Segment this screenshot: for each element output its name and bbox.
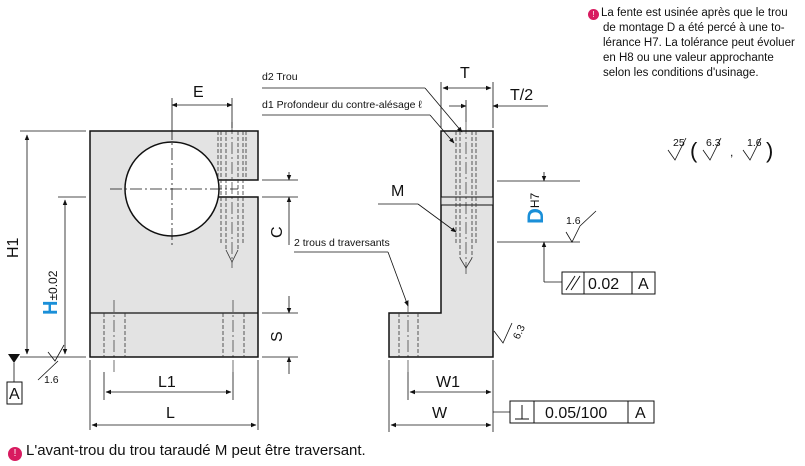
dim-D: DH7 — [523, 192, 548, 224]
roughness-bore: 1.6 — [566, 215, 581, 227]
dim-H: H±0.02 — [40, 270, 62, 315]
side-body — [388, 130, 494, 358]
roughness-25: 25 — [673, 137, 685, 149]
roughness-face: 6.3 — [511, 323, 528, 341]
parallelism-value: 0.02 — [588, 276, 619, 293]
svg-text:(: ( — [690, 138, 698, 163]
perpendicularity-value: 0.05/100 — [545, 405, 607, 422]
roughness-symbols: 25 ( 6.3 , 1.6 ) — [667, 137, 773, 163]
note-line-4: en H8 ou une valeur approchante — [603, 52, 774, 64]
dim-H1: H1 — [5, 237, 22, 258]
perpendicularity-datum: A — [635, 405, 646, 422]
label-holes: 2 trous d traversants — [294, 237, 390, 249]
dim-T-half: T/2 — [510, 87, 533, 104]
bottom-note: ! L'avant-trou du trou taraudé M peut êtr… — [8, 442, 366, 461]
perpendicularity-frame: 0.05/100 A — [509, 400, 655, 424]
note-line-5: selon les conditions d'usinage. — [603, 67, 759, 79]
note-line-3: lérance H7. La tolérance peut évoluer — [603, 37, 795, 49]
dim-L: L — [166, 405, 175, 422]
roughness-6-3: 6.3 — [706, 137, 721, 149]
svg-text:): ) — [766, 138, 773, 163]
front-view: E C S H1 H±0.02 — [5, 84, 298, 430]
parallelism-datum: A — [638, 276, 649, 293]
bottom-note-text: L'avant-trou du trou taraudé M peut être… — [26, 442, 366, 459]
dim-W: W — [432, 405, 448, 422]
side-view: T T/2 d2 Trou d1 Profondeur du contre-al… — [262, 65, 656, 432]
dim-S: S — [269, 331, 286, 342]
dim-E: E — [193, 84, 204, 101]
roughness-left: 1.6 — [44, 374, 59, 386]
label-M: M — [391, 183, 404, 200]
top-note: !La fente est usinée après que le trou d… — [588, 6, 803, 81]
dim-C: C — [269, 226, 286, 238]
note-line-2: de montage D a été percé à une to- — [603, 22, 785, 34]
datum-A: A — [9, 386, 20, 403]
tip-icon: ! — [588, 9, 599, 20]
note-line-1: !La fente est usinée après que le trou — [588, 6, 803, 21]
dim-W1: W1 — [436, 374, 460, 391]
label-d1: d1 Profondeur du contre-alésage ℓ — [262, 99, 422, 111]
dim-T: T — [460, 65, 470, 82]
tip-icon: ! — [8, 447, 22, 461]
parallelism-frame: 0.02 A — [561, 271, 656, 295]
svg-text:,: , — [730, 145, 733, 159]
label-d2: d2 Trou — [262, 71, 298, 83]
roughness-1-6: 1.6 — [747, 137, 762, 149]
dim-L1: L1 — [158, 374, 176, 391]
